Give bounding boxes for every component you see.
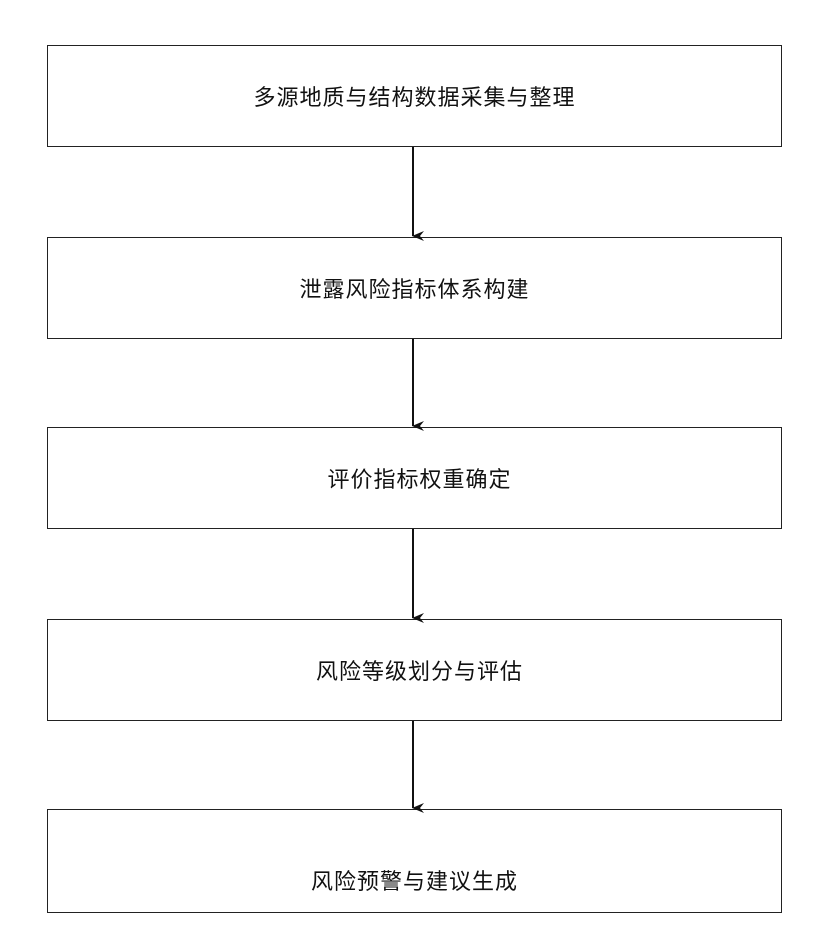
step-label: 风险等级划分与评估 [316,654,523,686]
step-label: 评价指标权重确定 [327,462,511,494]
step-label: 风险预警与建议生成 [311,864,518,896]
step-box-risk-grading: 风险等级划分与评估 [47,619,782,721]
step-box-weight-determination: 评价指标权重确定 [47,427,782,529]
step-label: 泄露风险指标体系构建 [299,272,529,304]
step-box-risk-warning: 风险预警与建议生成 [47,809,782,913]
step-box-indicator-system: 泄露风险指标体系构建 [47,237,782,339]
step-box-data-collection: 多源地质与结构数据采集与整理 [47,45,782,147]
step-label: 多源地质与结构数据采集与整理 [253,80,575,112]
